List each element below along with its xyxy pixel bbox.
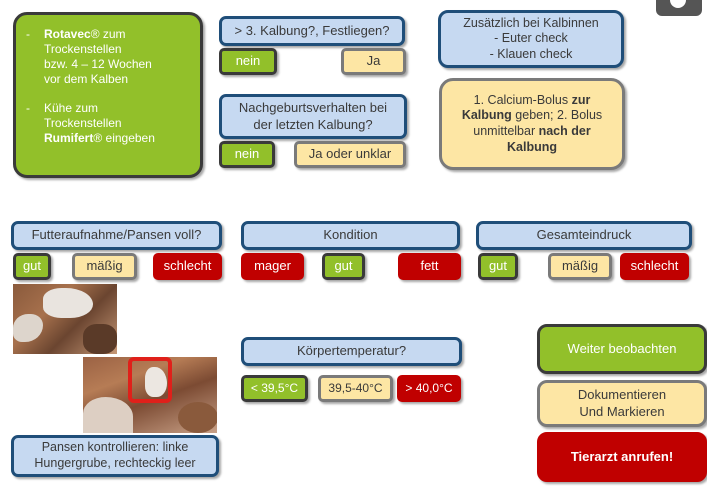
tierarzt-anrufen-box: Tierarzt anrufen! <box>537 432 707 482</box>
kondition-question: Kondition <box>241 221 460 250</box>
kondition-fett-option[interactable]: fett <box>398 253 461 280</box>
gesamt-schlecht-option[interactable]: schlecht <box>620 253 689 280</box>
calcium-bolus-box: 1. Calcium-Bolus zur Kalbung geben; 2. B… <box>439 78 625 170</box>
hungergrube-highlight-frame <box>128 357 172 403</box>
cow-logo-icon <box>656 0 702 16</box>
gesamt-gut-option[interactable]: gut <box>478 253 518 280</box>
nachgeburt-question: Nachgeburtsverhalten bei der letzten Kal… <box>219 94 407 139</box>
kondition-mager-option[interactable]: mager <box>241 253 304 280</box>
futter-schlecht-option[interactable]: schlecht <box>153 253 222 280</box>
koerpertemperatur-question: Körpertemperatur? <box>241 337 462 366</box>
nachgeburt-no-option[interactable]: nein <box>219 141 275 168</box>
weiter-beobachten-box: Weiter beobachten <box>537 324 707 374</box>
pansen-note: Pansen kontrollieren: linke Hungergrube,… <box>11 435 219 477</box>
futter-gut-option[interactable]: gut <box>13 253 51 280</box>
temp-mid-option[interactable]: 39,5-40°C <box>318 375 393 402</box>
gesamteindruck-question: Gesamteindruck <box>476 221 692 250</box>
kalbung-question: > 3. Kalbung?, Festliegen? <box>219 16 405 46</box>
futter-maessig-option[interactable]: mäßig <box>72 253 137 280</box>
hungergrube-photo <box>83 357 217 433</box>
temp-high-option[interactable]: > 40,0°C <box>397 375 461 402</box>
kalbinnen-info-box: Zusätzlich bei Kalbinnen - Euter check -… <box>438 10 624 68</box>
temp-low-option[interactable]: < 39,5°C <box>241 375 308 402</box>
kalbung-no-option[interactable]: nein <box>219 48 277 75</box>
cow-flank-photo <box>13 284 117 354</box>
trockenstellen-info-box: - Rotavec® zum Trockenstellen bzw. 4 – 1… <box>13 12 203 178</box>
futteraufnahme-question: Futteraufnahme/Pansen voll? <box>11 221 222 250</box>
rotavec-label: Rotavec <box>44 27 91 41</box>
nachgeburt-yes-option[interactable]: Ja oder unklar <box>294 141 406 168</box>
kalbung-yes-option[interactable]: Ja <box>341 48 406 75</box>
dokumentieren-box: Dokumentieren Und Markieren <box>537 380 707 427</box>
rotavec-bullet: - Rotavec® zum Trockenstellen bzw. 4 – 1… <box>26 27 152 86</box>
rumifert-label: Rumifert <box>44 131 94 145</box>
gesamt-maessig-option[interactable]: mäßig <box>548 253 612 280</box>
rumifert-bullet: - Kühe zum Trockenstellen Rumifert® eing… <box>26 101 155 145</box>
kondition-gut-option[interactable]: gut <box>322 253 365 280</box>
